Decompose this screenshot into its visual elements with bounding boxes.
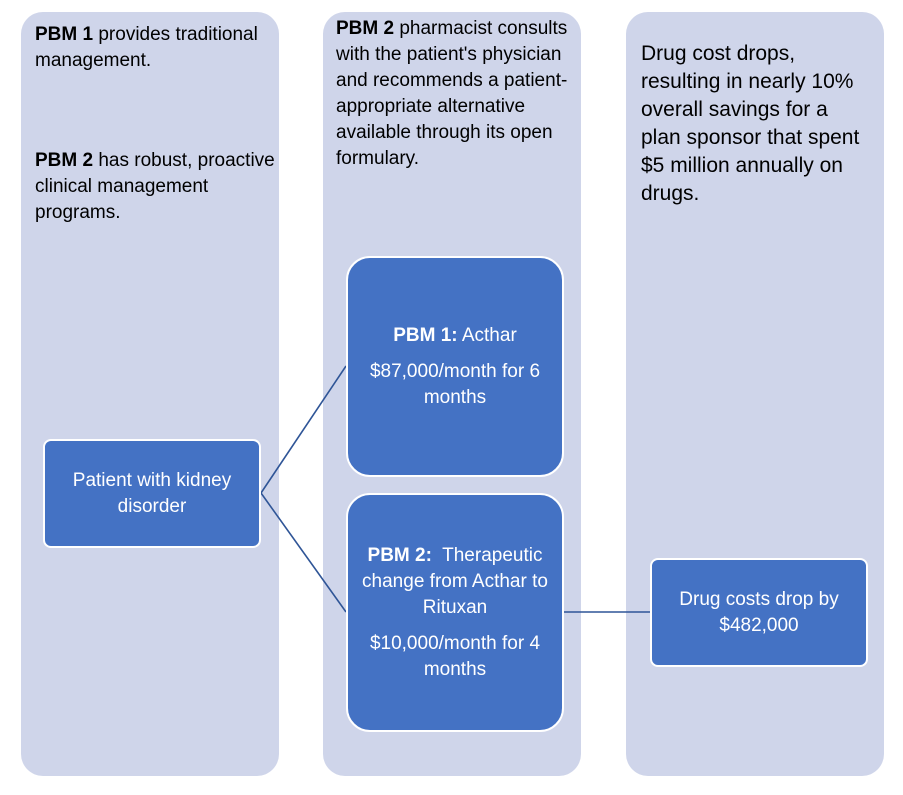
- pbm1-option-drug: Acthar: [457, 324, 517, 346]
- pbm2-description-text: has robust, proactive clinical managemen…: [35, 150, 275, 223]
- pbm2-label: PBM 2: [35, 150, 94, 171]
- pbm1-option-label: PBM 1:: [393, 324, 458, 346]
- pbm1-label: PBM 1: [35, 24, 94, 45]
- pbm2-option-box: PBM 2: Therapeutic change from Acthar to…: [346, 493, 564, 732]
- pbm1-description-text: provides traditional management.: [35, 24, 258, 71]
- pharmacist-description: PBM 2 pharmacist consults with the patie…: [336, 16, 576, 172]
- outcome-description: Drug cost drops, resulting in nearly 10%…: [641, 42, 860, 205]
- pbm2-option-label: PBM 2:: [367, 544, 432, 566]
- patient-text: Patient with kidney disorder: [72, 469, 232, 517]
- pbm1-option-cost: $87,000/month for 6 months: [369, 360, 541, 408]
- pbm2-option-heading: PBM 2: Therapeutic change from Acthar to…: [356, 543, 554, 621]
- patient-box: Patient with kidney disorder: [43, 439, 261, 548]
- pbm1-option-box: PBM 1: Acthar $87,000/month for 6 months: [346, 256, 564, 477]
- pbm2-description: PBM 2 has robust, proactive clinical man…: [35, 148, 275, 226]
- context-column: [21, 12, 279, 776]
- savings-box: Drug costs drop by $482,000: [650, 558, 868, 667]
- savings-text: Drug costs drop by $482,000: [679, 588, 839, 636]
- pbm2-option-drug: Therapeutic change from Acthar to Rituxa…: [362, 544, 554, 618]
- connector-patient-to-pbm1: [260, 365, 347, 494]
- pbm1-option-heading: PBM 1: Acthar: [393, 323, 517, 349]
- connector-patient-to-pbm2: [260, 492, 347, 613]
- pbm1-description: PBM 1 provides traditional management.: [35, 22, 275, 74]
- pbm2-option-cost: $10,000/month for 4 months: [369, 632, 541, 680]
- pharmacist-pbm-label: PBM 2: [336, 18, 395, 39]
- pharmacist-description-text: pharmacist consults with the patient's p…: [336, 18, 568, 169]
